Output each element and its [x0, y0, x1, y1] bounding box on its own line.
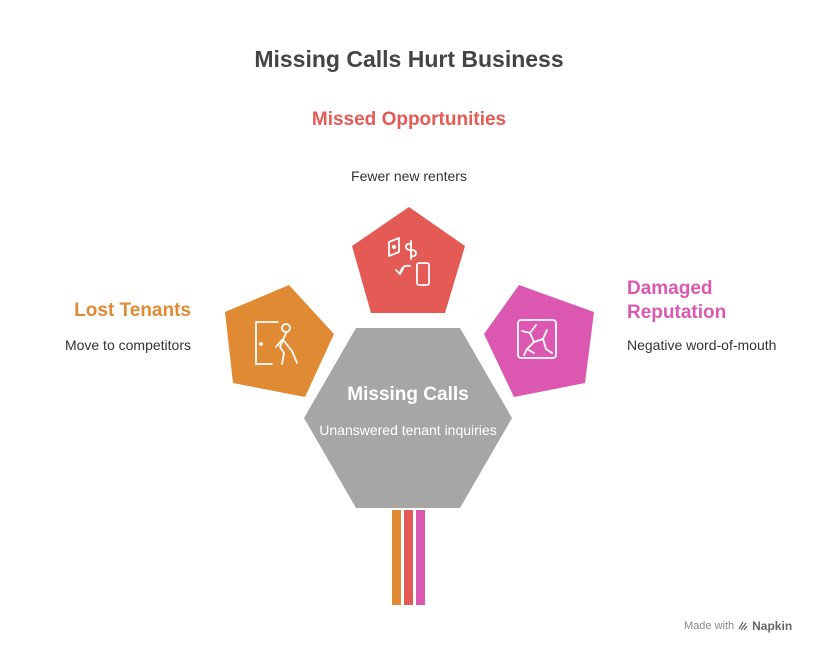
branch-title-damaged-reputation: Damaged Reputation — [627, 278, 727, 323]
stem-bar-pink — [416, 510, 425, 605]
stem-bar-orange — [392, 510, 401, 605]
diagram-title: Missing Calls Hurt Business — [254, 46, 564, 72]
watermark-brand: Napkin — [752, 619, 793, 633]
center-node-description: Unanswered tenant inquiries — [319, 422, 497, 438]
hexagon-missing-calls — [304, 328, 512, 508]
branch-description-lost-tenants: Move to competitors — [64, 337, 191, 353]
branch-description-missed-opportunities: Fewer new renters — [351, 168, 467, 184]
cracked-surface-icon — [517, 319, 557, 359]
money-transfer-phone-icon — [388, 237, 430, 286]
person-leaving-door-icon — [255, 321, 298, 365]
watermark-made-with: Made with — [684, 620, 735, 632]
branch-title-lost-tenants: Lost Tenants — [74, 300, 191, 321]
napkin-logo-icon — [738, 621, 748, 631]
pentagon-lost-tenants — [225, 285, 334, 397]
branch-title-missed-opportunities: Missed Opportunities — [311, 109, 507, 130]
center-node-title: Missing Calls — [347, 384, 469, 405]
watermark: Made with Napkin — [684, 619, 804, 633]
stem-bar-red — [404, 510, 413, 605]
branch-description-damaged-reputation: Negative word-of-mouth — [627, 337, 777, 353]
pentagon-missed-opportunities — [352, 207, 465, 313]
